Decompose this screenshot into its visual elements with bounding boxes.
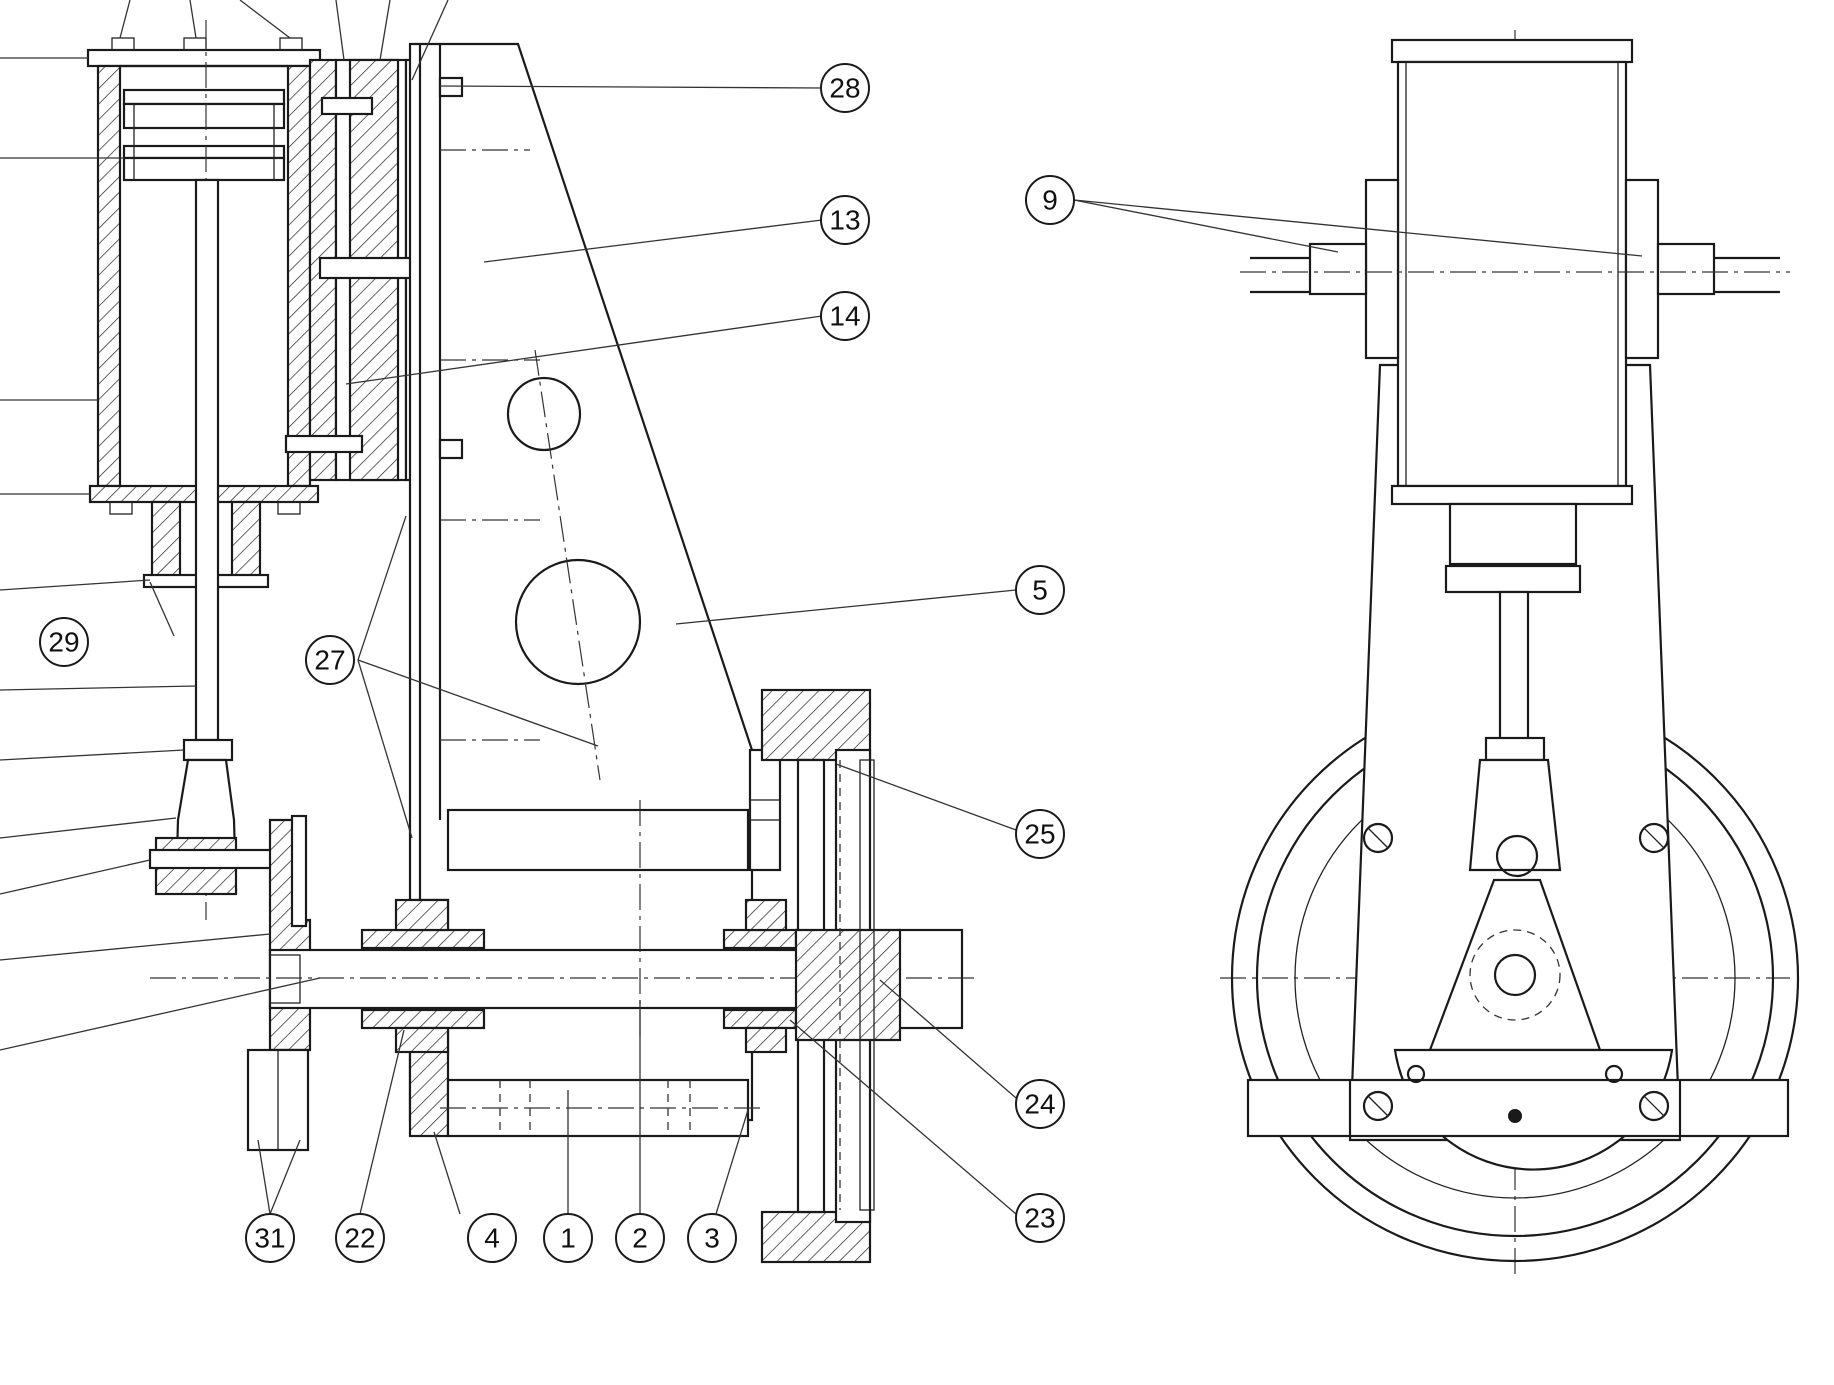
- part-label-23: 23: [1015, 1193, 1065, 1243]
- part-label-2: 2: [615, 1213, 665, 1263]
- cylinder: [86, 20, 322, 1152]
- svg-text:25: 25: [1024, 819, 1055, 850]
- part-label-25: 25: [1015, 809, 1065, 859]
- svg-text:27: 27: [314, 645, 345, 676]
- part-label-9: 9: [1025, 175, 1075, 225]
- part-label-28: 28: [820, 63, 870, 113]
- svg-text:2: 2: [632, 1223, 648, 1254]
- part-label-1: 1: [543, 1213, 593, 1263]
- svg-text:5: 5: [1032, 575, 1048, 606]
- svg-text:14: 14: [829, 301, 860, 332]
- svg-text:24: 24: [1024, 1089, 1055, 1120]
- svg-text:22: 22: [344, 1223, 375, 1254]
- part-label-3: 3: [687, 1213, 737, 1263]
- svg-text:1: 1: [560, 1223, 576, 1254]
- part-label-5: 5: [1015, 565, 1065, 615]
- svg-text:28: 28: [829, 73, 860, 104]
- svg-text:9: 9: [1042, 185, 1058, 216]
- part-label-22: 22: [335, 1213, 385, 1263]
- svg-text:4: 4: [484, 1223, 500, 1254]
- part-label-4: 4: [467, 1213, 517, 1263]
- svg-text:23: 23: [1024, 1203, 1055, 1234]
- part-label-31: 31: [245, 1213, 295, 1263]
- svg-text:13: 13: [829, 205, 860, 236]
- front-view: [1220, 30, 1800, 1280]
- svg-text:29: 29: [48, 627, 79, 658]
- part-label-27: 27: [305, 635, 355, 685]
- leader-lines: [0, 0, 1643, 1215]
- part-labels: 28 13 14 9 5 29 27 25 24 23 31: [39, 63, 1075, 1263]
- svg-text:3: 3: [704, 1223, 720, 1254]
- part-label-29: 29: [39, 617, 89, 667]
- flywheel-section: [760, 688, 902, 1264]
- part-label-13: 13: [820, 195, 870, 245]
- svg-text:31: 31: [254, 1223, 285, 1254]
- part-label-24: 24: [1015, 1079, 1065, 1129]
- part-label-14: 14: [820, 291, 870, 341]
